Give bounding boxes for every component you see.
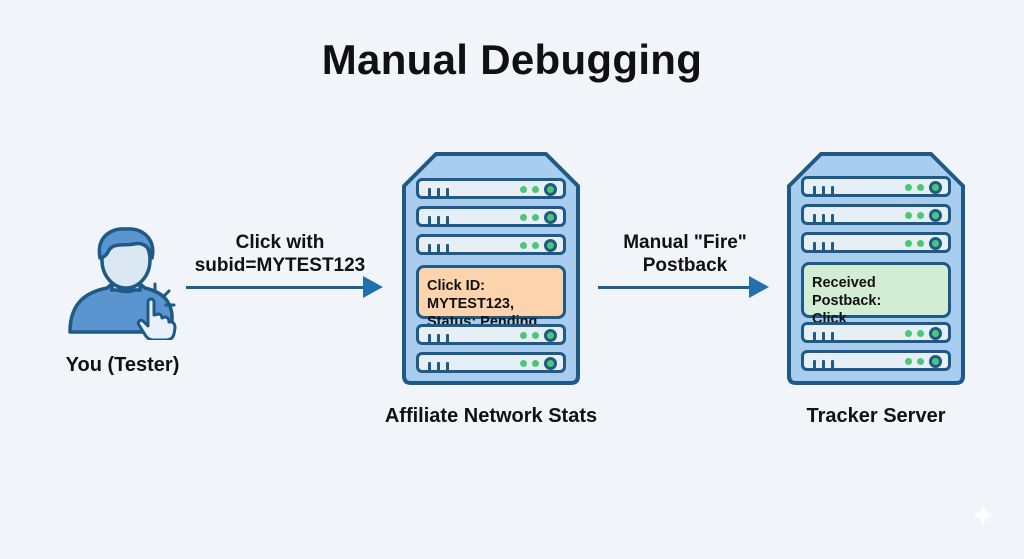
tracker-postback-card: Received Postback: Click ID=MYTEST123 [801, 262, 951, 345]
status-card-line1: Click ID: MYTEST123, [427, 278, 515, 312]
server-unit [416, 178, 566, 199]
server-unit [801, 176, 951, 197]
arrow-2-label-line1: Manual "Fire" [623, 232, 747, 253]
server-unit [416, 206, 566, 227]
server-unit [416, 234, 566, 255]
server-unit [801, 232, 951, 253]
arrow-2-label: Manual "Fire" Postback [590, 231, 780, 277]
arrow-1-label-line1: Click with [235, 232, 325, 253]
server-unit [416, 324, 566, 345]
tester-label: You (Tester) [65, 354, 180, 376]
arrow-1-label: Click with subid=MYTEST123 [180, 231, 380, 277]
arrow-2-line [598, 286, 752, 289]
server-unit [801, 204, 951, 225]
arrow-1-head [363, 276, 383, 298]
diagram-title: Manual Debugging [321, 36, 703, 83]
tracker-server: Received Postback: Click ID=MYTEST123 [783, 150, 969, 387]
user-click-icon [68, 227, 177, 342]
arrow-1-line [186, 286, 366, 289]
arrow-2-head [749, 276, 769, 298]
arrow-1-label-line2: subid=MYTEST123 [194, 255, 366, 276]
server-unit [801, 322, 951, 343]
tracker-server-label: Tracker Server [806, 405, 946, 427]
server-unit [801, 350, 951, 371]
server-unit [416, 352, 566, 373]
tester-figure [62, 222, 180, 342]
affiliate-status-card: Click ID: MYTEST123, Status: Pending [416, 265, 566, 330]
affiliate-network-label: Affiliate Network Stats [384, 405, 598, 427]
postback-card-line1: Received Postback: [812, 275, 882, 309]
sparkle-watermark-icon [971, 503, 995, 527]
affiliate-network-server: Click ID: MYTEST123, Status: Pending [398, 150, 584, 387]
arrow-2-label-line2: Postback [642, 255, 728, 276]
